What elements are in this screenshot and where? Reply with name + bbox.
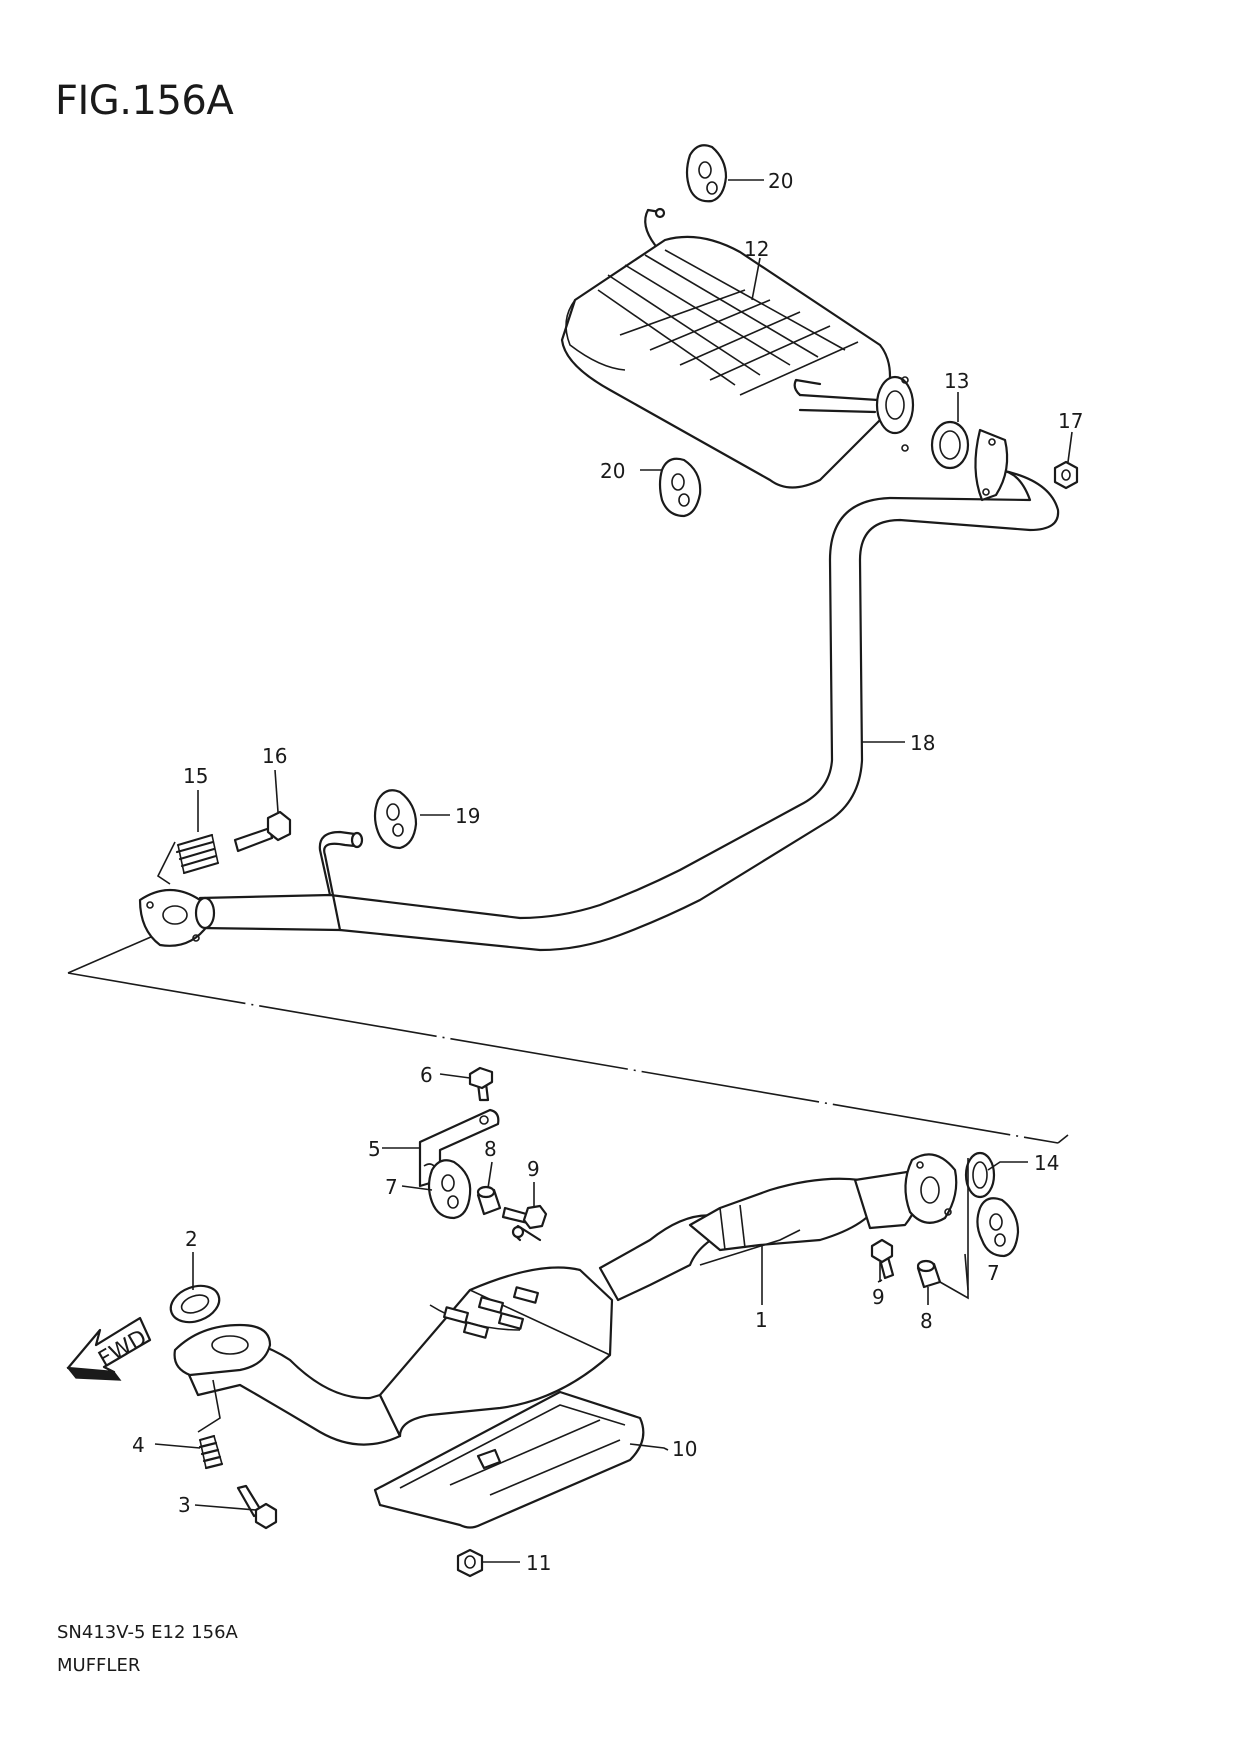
callout-8-left: 8 <box>484 1137 497 1161</box>
callout-17: 17 <box>1058 409 1083 433</box>
assembly-boundary <box>67 919 1069 1144</box>
bolt-9-left[interactable] <box>501 1204 548 1230</box>
diagram-code: SN413V-5 E12 156A <box>57 1622 238 1643</box>
callout-3: 3 <box>178 1493 191 1517</box>
spring-4[interactable] <box>198 1434 224 1470</box>
forward-arrow: FWD <box>66 1316 151 1381</box>
callout-1: 1 <box>755 1308 768 1332</box>
callout-13: 13 <box>944 369 969 393</box>
callout-7-left: 7 <box>385 1175 398 1199</box>
bolt-9-right[interactable] <box>870 1238 895 1280</box>
diagram-name: MUFFLER <box>57 1655 141 1676</box>
collar-8-right[interactable] <box>916 1259 942 1289</box>
rubber-mount-7-left[interactable] <box>427 1159 472 1220</box>
callout-15: 15 <box>183 764 208 788</box>
bolt-6[interactable] <box>468 1066 494 1102</box>
leader-lines <box>154 179 1073 1563</box>
rubber-mount-20-upper[interactable] <box>685 144 728 203</box>
callout-10: 10 <box>672 1437 697 1461</box>
rubber-mount-20-lower[interactable] <box>658 457 702 518</box>
collar-8-left[interactable] <box>476 1185 502 1216</box>
callout-20-lower: 20 <box>600 459 625 483</box>
callout-16: 16 <box>262 744 287 768</box>
callout-2: 2 <box>185 1227 198 1251</box>
gasket-2[interactable] <box>166 1279 225 1328</box>
callout-11: 11 <box>526 1551 551 1575</box>
callout-6: 6 <box>420 1063 433 1087</box>
callout-9-left: 9 <box>527 1157 540 1181</box>
nut-17[interactable] <box>1053 460 1079 490</box>
front-pipe-1[interactable] <box>173 1153 958 1446</box>
callout-12: 12 <box>744 237 769 261</box>
callout-5: 5 <box>368 1137 381 1161</box>
nut-11[interactable] <box>456 1548 484 1578</box>
gasket-13[interactable] <box>930 420 970 470</box>
callout-7-right: 7 <box>987 1261 1000 1285</box>
heat-shield-10[interactable] <box>373 1390 645 1529</box>
callout-numbers: 20 12 13 17 20 18 19 15 16 6 5 8 9 7 14 … <box>132 169 1083 1575</box>
callout-18: 18 <box>910 731 935 755</box>
callout-8-right: 8 <box>920 1309 933 1333</box>
callout-19: 19 <box>455 804 480 828</box>
figure-title: FIG.156A <box>55 78 234 124</box>
rubber-mount-19[interactable] <box>373 789 418 850</box>
bolt-3[interactable] <box>236 1484 278 1530</box>
center-pipe-18[interactable] <box>138 428 1060 952</box>
callout-9-right: 9 <box>872 1285 885 1309</box>
callout-4: 4 <box>132 1433 145 1457</box>
spring-15[interactable] <box>175 833 220 875</box>
bolt-16[interactable] <box>233 810 292 853</box>
callout-20-upper: 20 <box>768 169 793 193</box>
callout-14: 14 <box>1034 1151 1059 1175</box>
gasket-14[interactable] <box>964 1151 996 1199</box>
rubber-mount-7-right[interactable] <box>976 1197 1020 1258</box>
rear-muffler-12[interactable] <box>560 207 915 489</box>
